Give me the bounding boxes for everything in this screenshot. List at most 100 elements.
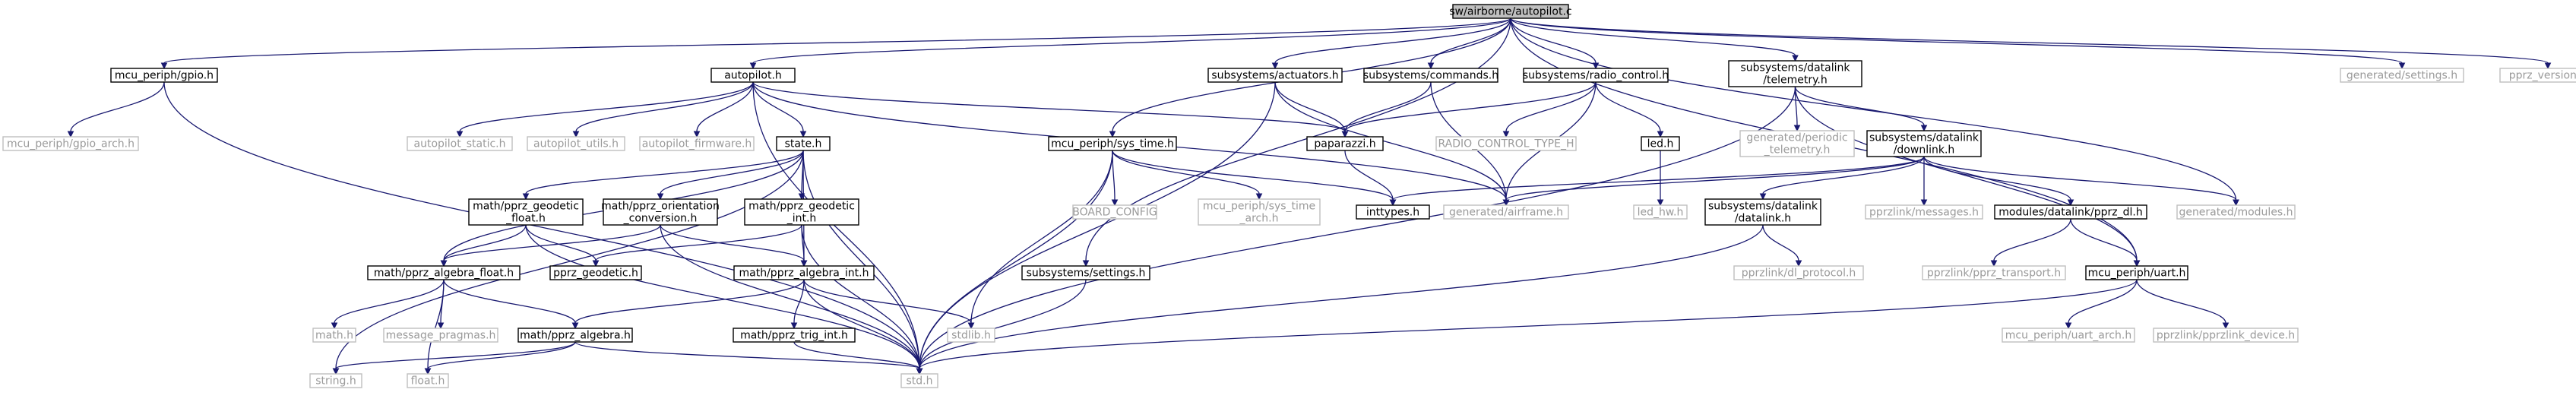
node-paparazzi[interactable]: paparazzi.h [1306,136,1384,151]
node-box [1733,265,1864,280]
node-pprz_version: pprz_version.h [2499,68,2576,83]
node-autopilot_h[interactable]: autopilot.h [710,68,796,83]
node-box [1728,60,1862,87]
node-label: modules/datalink/pprz_dl.h [1998,207,2142,219]
node-label: subsystems/radio_control.h [1523,70,1669,82]
node-uart[interactable]: mcu_periph/uart.h [2085,265,2188,280]
edge-radio-to-led [1595,81,1664,138]
node-label: pprzlink/dl_protocol.h [1742,267,1856,280]
node-label: pprzlink/messages.h [1869,207,1979,219]
node-label: RADIO_CONTROL_TYPE_H [1438,138,1574,150]
node-label: generated/periodic [1746,132,1847,144]
edge-paparazzi-to-inttypes [1344,150,1397,207]
node-state[interactable]: state.h [776,136,831,151]
node-orient[interactable]: math/pprz_orientation_conversion.h [601,198,720,226]
edge-root-to-gen_modules [1510,17,2239,207]
edge-radio-to-paparazzi [1341,81,1597,138]
node-ap_firmware: autopilot_firmware.h [639,136,755,151]
node-box [1443,204,1569,220]
node-alg[interactable]: math/pprz_algebra.h [517,328,633,343]
edge-downlink-to-gen_modules [1923,156,2239,207]
node-box [1994,204,2147,220]
node-box [309,373,362,388]
edge-pprz_dl-to-pprz_transport [1990,218,2071,267]
node-box [468,198,584,226]
node-led[interactable]: led.h [1641,136,1680,151]
node-gpio[interactable]: mcu_periph/gpio.h [110,68,218,83]
node-root[interactable]: sw/airborne/autopilot.c [1449,4,1572,19]
node-box [2085,265,2188,280]
node-box [1048,136,1177,151]
edge-led-to-led_hw [1657,150,1664,207]
node-alg_float[interactable]: math/pprz_algebra_float.h [367,265,521,280]
edge-autopilot_h-to-ap_utils [572,81,754,138]
edge-geo_int-to-geodetic [592,224,802,267]
node-settings[interactable]: subsystems/settings.h [1021,265,1150,280]
node-dl_datalink[interactable]: subsystems/datalink/datalink.h [1704,198,1821,226]
node-telemetry[interactable]: subsystems/datalink/telemetry.h [1728,60,1862,87]
node-box [1207,68,1343,83]
node-label: mcu_periph/uart.h [2088,267,2186,280]
node-commands[interactable]: subsystems/commands.h [1363,68,1498,83]
edge-root-to-gpio [160,17,1511,70]
node-pprz_dl[interactable]: modules/datalink/pprz_dl.h [1994,204,2147,220]
node-label: subsystems/actuators.h [1211,70,1338,82]
node-box [776,136,831,151]
node-label: mcu_periph/uart_arch.h [2005,330,2131,342]
edge-gpio-to-gpio_arch [67,81,165,138]
edge-alg_float-to-math_h [331,279,445,330]
edge-pprz_dl-to-uart [2070,218,2141,267]
node-label: pprzlink/pprz_transport.h [1927,267,2061,280]
node-label: generated/airframe.h [1449,207,1563,219]
edge-autopilot_h-to-state [752,81,807,138]
node-label: pprz_geodetic.h [553,267,638,280]
node-label: subsystems/settings.h [1027,267,1146,280]
node-label: _telemetry.h [1764,144,1831,157]
edge-commands-to-paparazzi [1341,81,1432,138]
node-inttypes[interactable]: inttypes.h [1356,204,1430,220]
node-box [2002,328,2135,343]
node-label: std.h [907,375,933,388]
edge-dl_datalink-to-dl_protocol [1762,224,1802,267]
edge-sys_time-to-std [916,150,1113,375]
node-radio[interactable]: subsystems/radio_control.h [1523,68,1669,83]
node-box [407,373,449,388]
node-label: math/pprz_algebra.h [520,330,631,342]
node-label: math/pprz_geodetic [748,201,855,213]
node-box [1523,68,1669,83]
edge-alg_int-to-alg [571,279,805,330]
edge-alg_int-to-stdlib [803,279,975,330]
node-box [1435,136,1577,151]
node-geodetic[interactable]: pprz_geodetic.h [549,265,642,280]
node-box [1866,130,1982,157]
node-box [2176,204,2296,220]
node-box [639,136,755,151]
node-label: mcu_periph/gpio.h [115,70,214,82]
node-box [900,373,938,388]
node-pprzlink_device: pprzlink/pprzlink_device.h [2153,328,2299,343]
node-label: subsystems/datalink [1741,62,1851,74]
node-downlink[interactable]: subsystems/datalink/downlink.h [1866,130,1982,157]
node-layer: sw/airborne/autopilot.c mcu_periph/gpio.h… [2,4,2576,388]
node-trig_int[interactable]: math/pprz_trig_int.h [733,328,856,343]
node-label: mcu_periph/sys_time [1203,201,1315,213]
edge-alg-to-float [424,341,576,375]
edge-root-to-commands [1427,17,1511,70]
node-box [2499,68,2576,83]
node-actuators[interactable]: subsystems/actuators.h [1207,68,1343,83]
edge-orient-to-alg_float [440,224,661,267]
edge-uart-to-uart_arch [2065,279,2138,330]
edge-alg_float-to-alg [443,279,579,330]
node-geo_float[interactable]: math/pprz_geodetic_float.h [468,198,584,226]
node-box [527,136,625,151]
node-geo_int[interactable]: math/pprz_geodetic_int.h [744,198,859,226]
edge-sys_time-to-sys_time_arch [1112,150,1263,201]
node-box [1922,265,2066,280]
node-box [1641,136,1680,151]
node-alg_int[interactable]: math/pprz_algebra_int.h [733,265,875,280]
node-math_h: math.h [312,328,356,343]
node-sys_time[interactable]: mcu_periph/sys_time.h [1048,136,1177,151]
node-ap_static: autopilot_static.h [407,136,513,151]
node-box [2340,68,2464,83]
